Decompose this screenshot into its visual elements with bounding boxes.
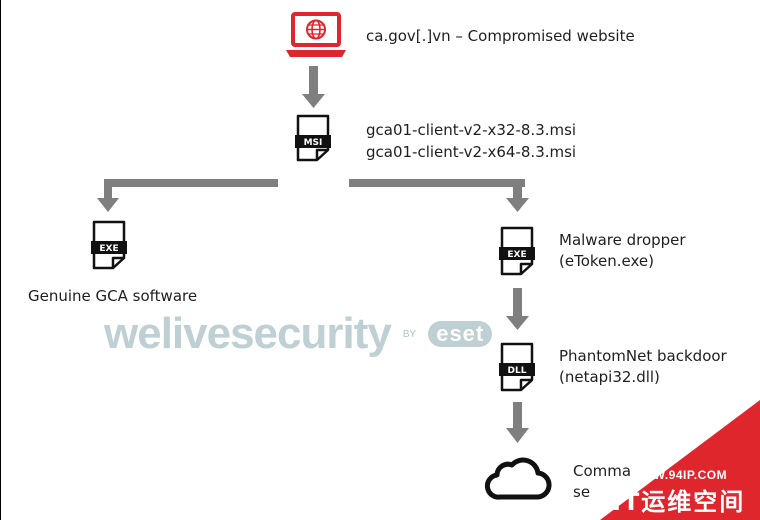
- arrow-website-to-msi-head: [302, 94, 325, 108]
- genuine-software-label: Genuine GCA software: [28, 287, 198, 305]
- backdoor-title: PhantomNet backdoor: [559, 347, 727, 365]
- corner-banner: [600, 400, 760, 520]
- backdoor-dll-badge: DLL: [508, 366, 527, 376]
- dropper-exe-file-icon: EXE: [499, 226, 535, 276]
- left-frame-border: [0, 0, 1, 520]
- arrow-msi-to-dropper-vertical: [513, 179, 522, 199]
- banner-url: WWW.94IP.COM: [630, 468, 728, 482]
- backdoor-dll-file-icon: DLL: [499, 342, 535, 392]
- genuine-exe-badge: EXE: [99, 244, 118, 254]
- backdoor-filename: (netapi32.dll): [559, 368, 660, 386]
- c2-label-line2: se: [573, 483, 591, 501]
- msi-file-icon: MSI: [295, 114, 331, 162]
- arrow-msi-to-dropper-horizontal: [349, 179, 525, 187]
- dropper-exe-badge: EXE: [507, 250, 526, 260]
- cloud-server-icon: [484, 457, 552, 500]
- arrow-website-to-msi-shaft: [309, 66, 318, 94]
- arrow-msi-to-dropper-head: [506, 198, 529, 212]
- banner-title: IT运维空间: [612, 488, 746, 516]
- welivesecurity-watermark: welivesecurity BY eset: [104, 304, 493, 364]
- watermark-text: welivesecurity: [104, 309, 392, 358]
- arrow-backdoor-to-c2-head: [506, 428, 529, 443]
- msi-filename-x64: gca01-client-v2-x64-8.3.msi: [366, 143, 577, 161]
- arrow-dropper-to-backdoor-head: [506, 316, 529, 330]
- msi-filename-x32: gca01-client-v2-x32-8.3.msi: [366, 121, 577, 139]
- watermark-by: BY: [402, 328, 417, 340]
- arrow-dropper-to-backdoor-shaft: [513, 288, 522, 316]
- dropper-title: Malware dropper: [559, 231, 686, 249]
- arrow-msi-to-genuine-vertical: [104, 179, 112, 199]
- dropper-filename: (eToken.exe): [559, 252, 654, 270]
- eset-logo: eset: [428, 321, 493, 347]
- website-label: ca.gov[.]vn – Compromised website: [366, 27, 635, 45]
- c2-label-line1: Comma: [573, 462, 632, 480]
- genuine-exe-file-icon: EXE: [91, 220, 127, 270]
- arrow-msi-to-genuine-horizontal: [104, 179, 278, 187]
- msi-file-badge: MSI: [304, 138, 323, 148]
- arrow-msi-to-genuine-head: [97, 198, 119, 212]
- compromised-website-laptop-icon: [286, 12, 346, 57]
- arrow-backdoor-to-c2-shaft: [513, 402, 522, 430]
